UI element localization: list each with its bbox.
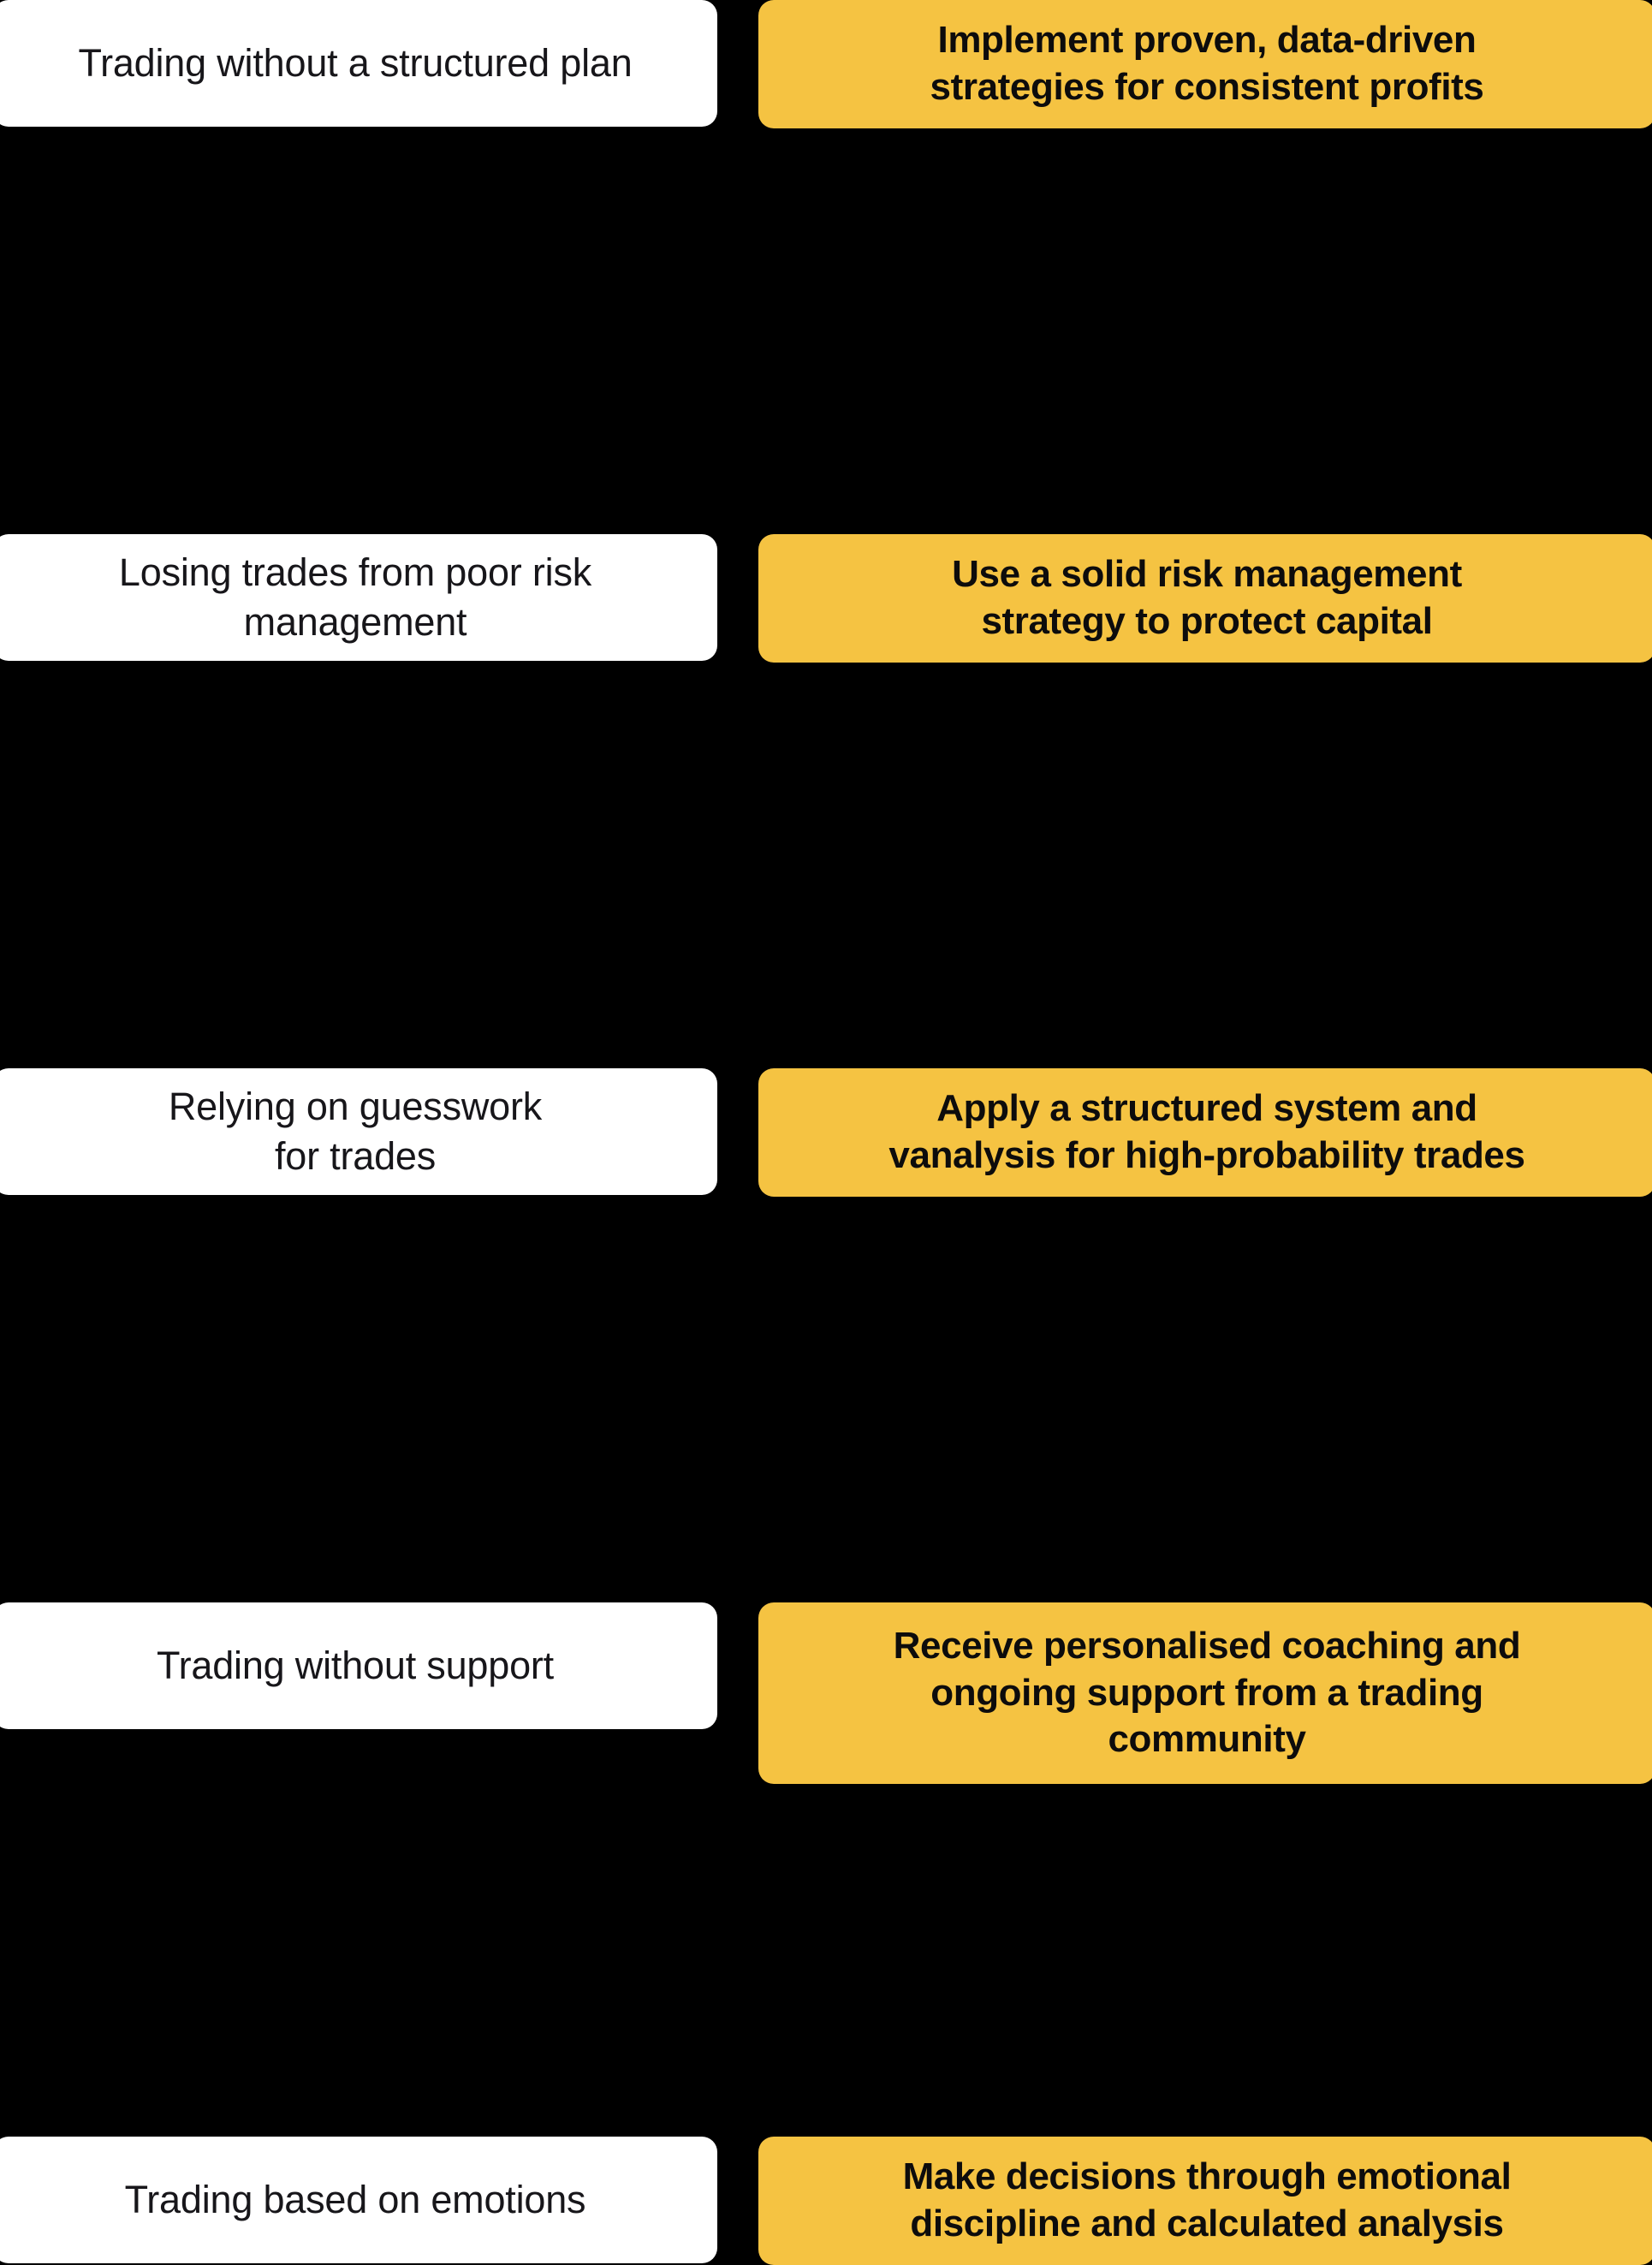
solution-label: Implement proven, data-driven strategies… [930, 19, 1484, 108]
solution-card[interactable]: Implement proven, data-driven strategies… [758, 0, 1652, 128]
solution-card[interactable]: Use a solid risk management strategy to … [758, 534, 1652, 663]
problem-card[interactable]: Trading based on emotions [0, 2137, 717, 2263]
problem-label: Trading without support [157, 1643, 554, 1687]
solution-label: Use a solid risk management strategy to … [952, 553, 1462, 642]
comparison-row: Trading without a structured plan Implem… [0, 0, 1652, 128]
comparison-row: Trading without support Receive personal… [0, 801, 1652, 1784]
solution-label: Apply a structured system and vanalysis … [888, 1087, 1525, 1176]
solution-label: Make decisions through emotional discipl… [902, 2155, 1512, 2244]
solution-card[interactable]: Make decisions through emotional discipl… [758, 2137, 1652, 2265]
solution-card[interactable]: Apply a structured system and vanalysis … [758, 1068, 1652, 1197]
problem-label: Trading without a structured plan [78, 40, 633, 85]
problem-card[interactable]: Losing trades from poor risk management [0, 534, 717, 661]
problem-card[interactable]: Relying on guesswork for trades [0, 1068, 717, 1195]
comparison-row: Relying on guesswork for trades Apply a … [0, 534, 1652, 1197]
problem-card[interactable]: Trading without support [0, 1602, 717, 1729]
problem-label: Losing trades from poor risk management [118, 550, 592, 645]
comparison-row: Losing trades from poor risk management … [0, 267, 1652, 663]
problem-label: Trading based on emotions [124, 2177, 586, 2221]
solution-label: Receive personalised coaching and ongoin… [893, 1625, 1521, 1761]
solution-card[interactable]: Receive personalised coaching and ongoin… [758, 1602, 1652, 1784]
problem-card[interactable]: Trading without a structured plan [0, 0, 717, 127]
comparison-row: Trading based on emotions Make decisions… [0, 1068, 1652, 2265]
problem-label: Relying on guesswork for trades [168, 1084, 543, 1179]
